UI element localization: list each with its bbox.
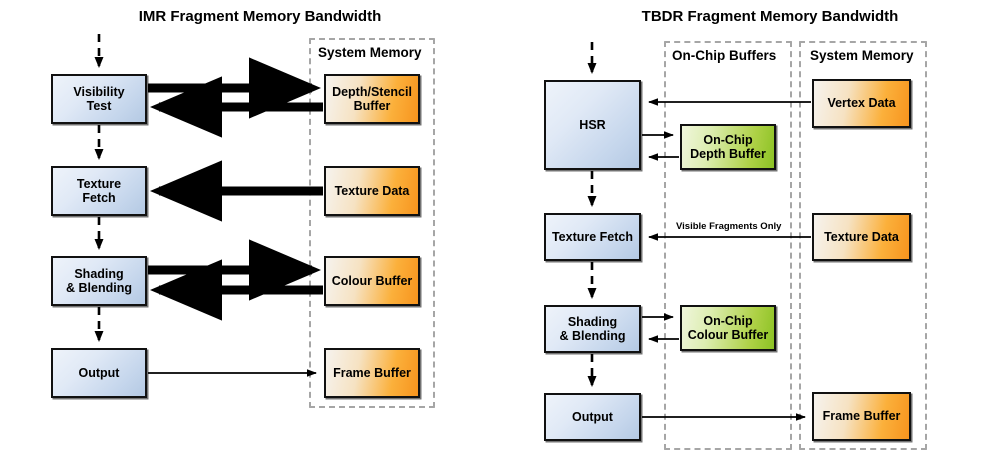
right-node-vertex-data-label: Vertex Data	[827, 96, 896, 111]
right-node-texture-data[interactable]: Texture Data	[812, 213, 911, 261]
right-node-vertex-data[interactable]: Vertex Data	[812, 79, 911, 128]
right-zone-on-chip-buffers	[664, 41, 792, 450]
left-node-shading-blending[interactable]: Shading& Blending	[51, 256, 147, 306]
right-node-texture-fetch-label: Texture Fetch	[551, 229, 634, 244]
right-zone-system-memory-label: System Memory	[810, 48, 914, 63]
right-edge-label-visible-fragments: Visible Fragments Only	[676, 221, 782, 232]
right-zone-on-chip-buffers-label: On-Chip Buffers	[672, 48, 777, 63]
left-panel-title: IMR Fragment Memory Bandwidth	[138, 8, 382, 25]
left-node-colour-buffer[interactable]: Colour Buffer	[324, 256, 420, 306]
right-node-frame-buffer[interactable]: Frame Buffer	[812, 392, 911, 441]
left-bandwidth-arrows	[148, 57, 323, 321]
right-node-texture-data-label: Texture Data	[824, 229, 899, 244]
right-node-output-label: Output	[572, 409, 613, 424]
left-node-output[interactable]: Output	[51, 348, 147, 398]
right-node-texture-fetch[interactable]: Texture Fetch	[544, 213, 641, 261]
left-node-shading-blending-label: Shading& Blending	[66, 266, 132, 295]
left-node-frame-buffer-label: Frame Buffer	[333, 365, 411, 380]
left-node-texture-data[interactable]: Texture Data	[324, 166, 420, 216]
right-node-hsr-label: HSR	[579, 117, 606, 132]
left-node-frame-buffer[interactable]: Frame Buffer	[324, 348, 420, 398]
right-node-output[interactable]: Output	[544, 393, 641, 441]
right-zone-system-memory	[799, 41, 927, 450]
left-node-output-label: Output	[78, 365, 120, 380]
left-zone-system-memory	[309, 38, 435, 408]
left-node-colour-buffer-label: Colour Buffer	[331, 273, 413, 288]
right-node-shading-blending[interactable]: Shading& Blending	[544, 305, 641, 353]
right-node-shading-blending-label: Shading& Blending	[559, 314, 626, 343]
right-panel-title: TBDR Fragment Memory Bandwidth	[641, 8, 899, 25]
right-node-hsr[interactable]: HSR	[544, 80, 641, 170]
left-node-texture-data-label: Texture Data	[334, 183, 410, 198]
left-zone-system-memory-label: System Memory	[318, 45, 422, 60]
right-node-frame-buffer-label: Frame Buffer	[822, 409, 901, 424]
